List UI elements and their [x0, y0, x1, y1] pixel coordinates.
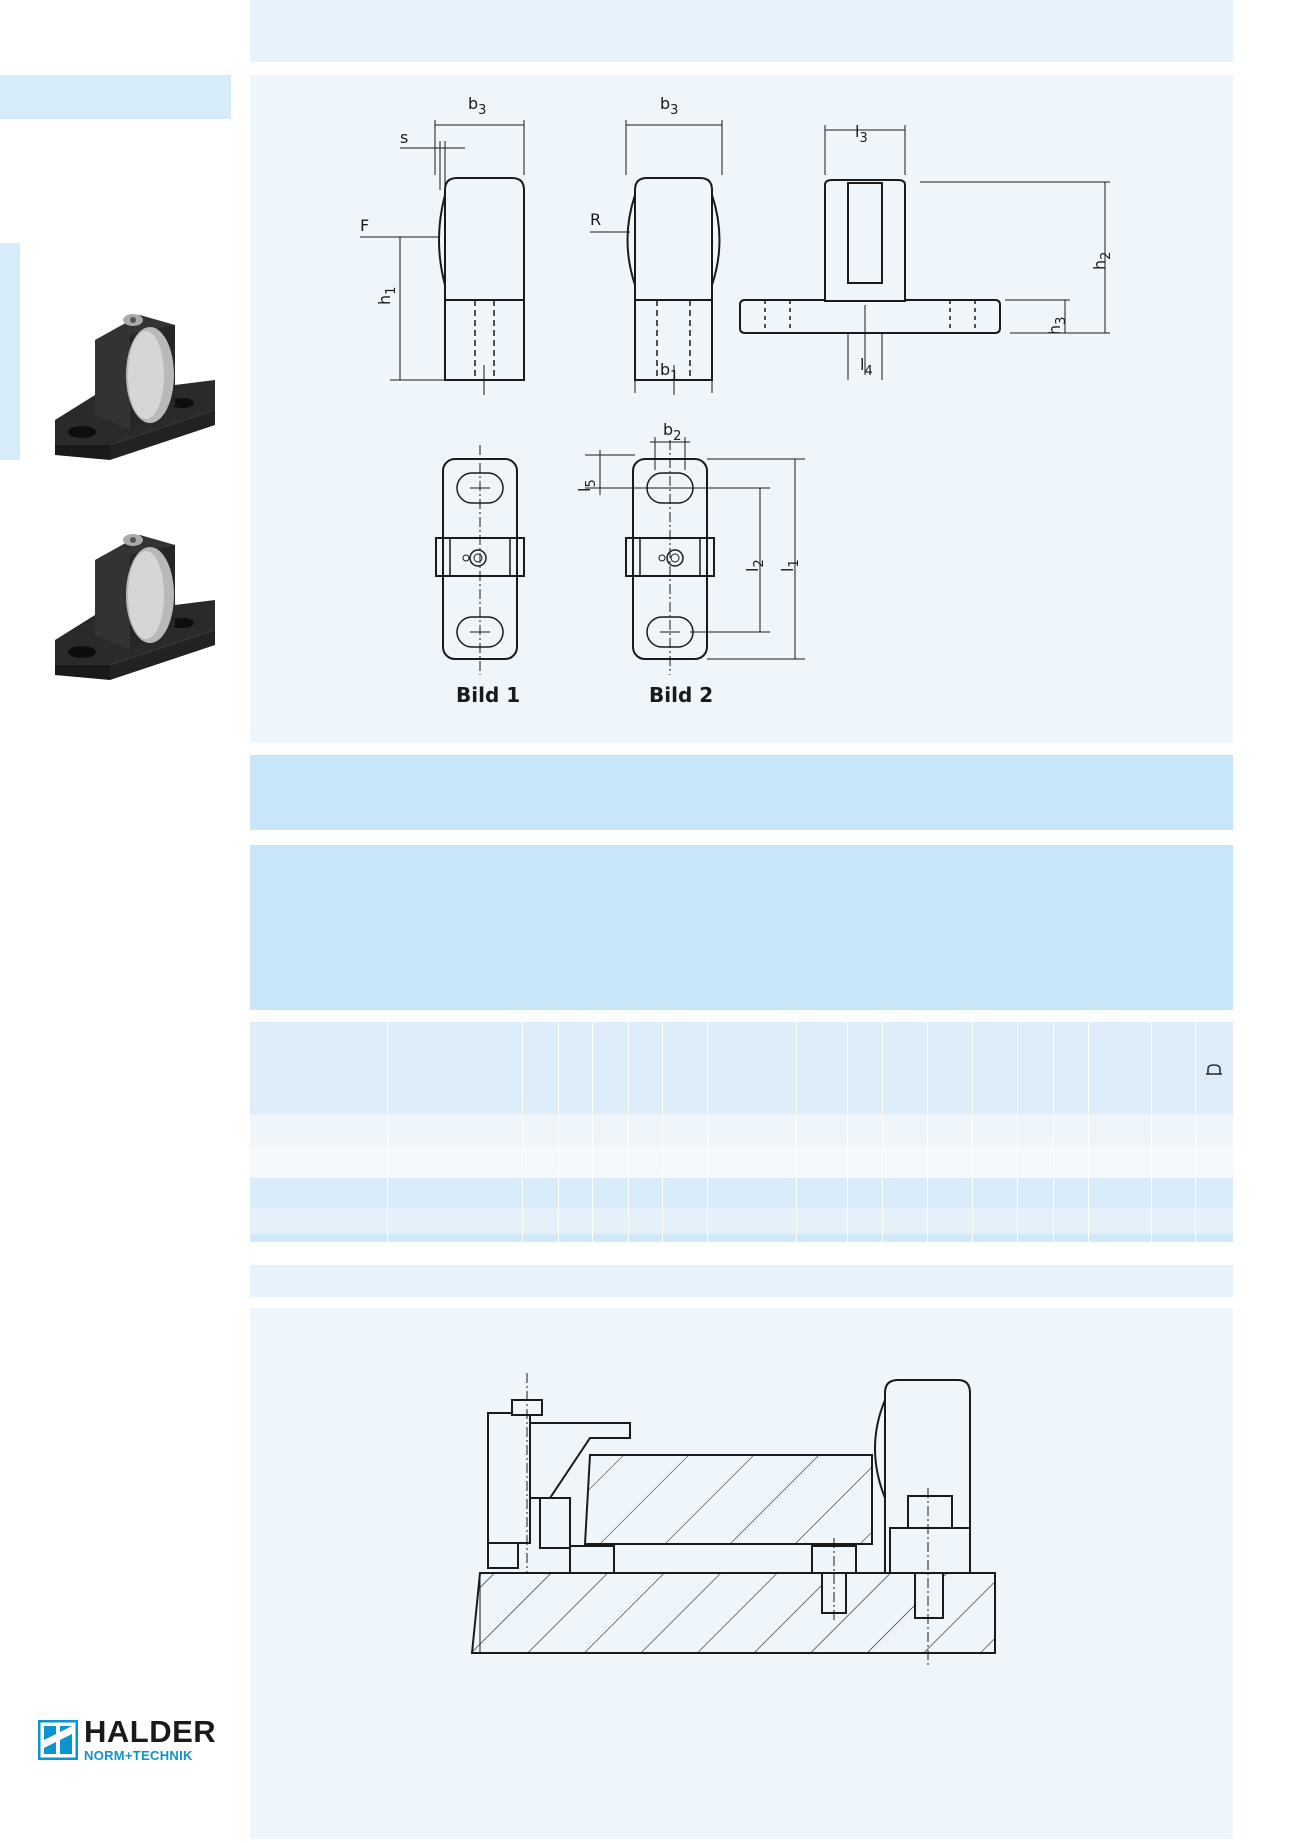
application-header-band: [250, 1265, 1233, 1297]
description-band-1: [250, 755, 1233, 830]
dim-label-b3-b: b3: [660, 94, 678, 118]
dim-label-b2: b2: [663, 420, 681, 444]
product-photo-2: [55, 534, 215, 680]
application-drawing: [470, 1373, 996, 1668]
dim-label-b3-a: b3: [468, 94, 486, 118]
description-band-2: [250, 845, 1233, 1010]
dim-label-h2: h2: [1090, 252, 1114, 270]
dim-label-l4: l4: [860, 355, 873, 379]
dim-label-h3: h3: [1045, 317, 1069, 335]
dimension-table: [250, 1022, 1233, 1242]
technical-drawing-panel: b3 b3 s F R h1 b1 l3 h2 h3 l4 b2 l5 l2 l…: [250, 75, 1233, 743]
dim-label-R: R: [590, 210, 601, 229]
halder-logo-mark: [38, 1720, 78, 1760]
weight-icon: [1206, 1064, 1222, 1075]
application-example-panel: [250, 1308, 1233, 1839]
header-band: [250, 0, 1233, 62]
figure-label-bild-2: Bild 2: [649, 683, 714, 707]
dim-label-b1: b1: [660, 360, 678, 384]
table-row: [250, 1146, 1233, 1178]
dim-label-l1: l1: [778, 559, 802, 572]
dim-label-F: F: [360, 216, 369, 235]
table-row: [250, 1114, 1233, 1146]
halder-logo-tagline: NORM+TECHNIK: [84, 1748, 193, 1763]
table-row: [250, 1178, 1233, 1208]
table-row: [250, 1208, 1233, 1234]
dim-label-h1: h1: [375, 287, 399, 305]
dimension-drawings: b3 b3 s F R h1 b1 l3 h2 h3 l4 b2 l5 l2 l…: [360, 94, 1114, 675]
product-photo-1: [55, 314, 215, 460]
figure-label-bild-1: Bild 1: [456, 683, 521, 707]
dim-label-s: s: [400, 128, 408, 147]
sidebar-header-band: [0, 75, 231, 119]
dim-label-l2: l2: [743, 559, 767, 572]
dim-label-l3: l3: [855, 122, 868, 146]
table-header-row: [250, 1022, 1233, 1114]
dim-label-l5: l5: [575, 479, 599, 492]
halder-logo: HALDER NORM+TECHNIK: [38, 1714, 233, 1763]
table-row: [250, 1234, 1233, 1242]
sidebar-accent-strip: [0, 243, 20, 460]
halder-logo-brand: HALDER: [84, 1714, 217, 1749]
